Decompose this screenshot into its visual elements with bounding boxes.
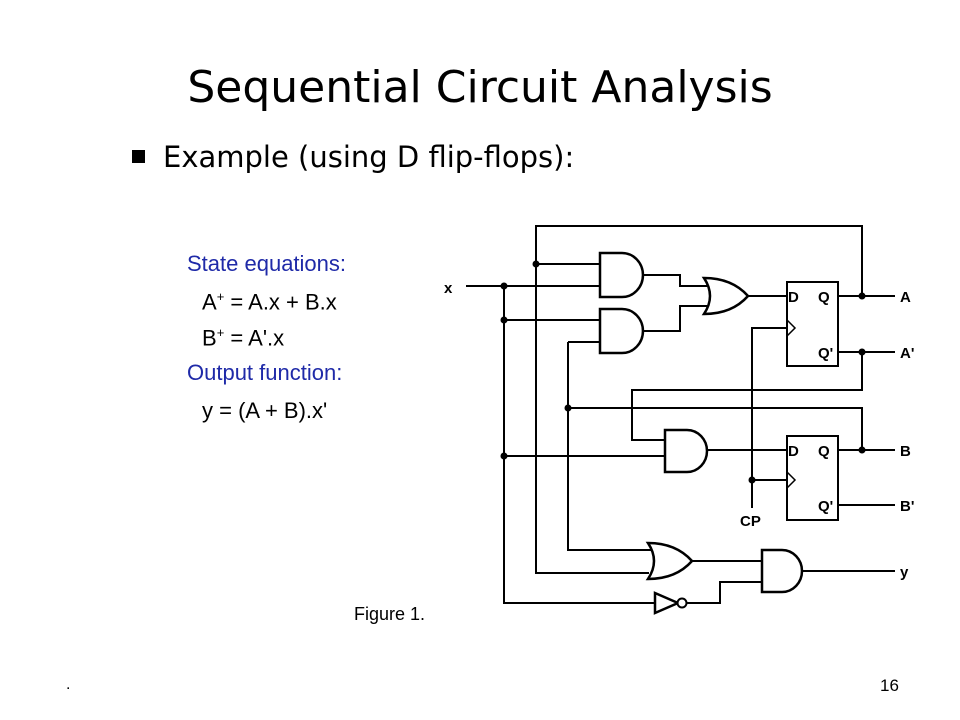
junction-dot <box>500 282 508 290</box>
ff2-d-label: D <box>788 443 799 460</box>
eq-a-rhs: = A.x + B.x <box>224 289 337 315</box>
wire-and2-out <box>642 305 712 332</box>
wire-and1-out <box>642 274 712 287</box>
clock-triangle-2-icon <box>786 471 797 489</box>
state-equation-a: A+ = A.x + B.x <box>202 289 337 315</box>
ff2-qbar-label: Q' <box>818 498 833 515</box>
junction-dot <box>500 316 508 324</box>
state-equation-b: B+ = A'.x <box>202 325 284 351</box>
output-b-label: B <box>900 443 911 460</box>
d-flip-flop-2 <box>786 435 839 521</box>
junction-dot <box>500 452 508 460</box>
ff1-d-label: D <box>788 289 799 306</box>
ff2-q-label: Q <box>818 443 830 460</box>
output-y-label: y <box>900 564 909 581</box>
page-number: 16 <box>880 676 899 695</box>
junction-dot <box>532 260 540 268</box>
output-equation-y: y = (A + B).x' <box>202 398 328 423</box>
example-bullet: Example (using D flip-flops): <box>132 140 574 174</box>
not-bubble-icon <box>676 597 688 609</box>
junction-dot <box>858 292 866 300</box>
wire-a-feedback <box>535 225 863 574</box>
or-gate-2-icon <box>645 541 694 581</box>
footer-dot: . <box>66 676 71 693</box>
output-bbar-label: B' <box>900 498 914 515</box>
eq-a-sup: + <box>216 289 225 304</box>
ff1-qbar-label: Q' <box>818 345 833 362</box>
wire-clock-ff1 <box>751 327 787 508</box>
figure-caption: Figure 1. <box>354 604 426 624</box>
square-bullet-icon <box>132 149 145 163</box>
output-abar-label: A' <box>900 345 914 362</box>
wire-not-out <box>687 581 762 604</box>
clock-label: CP <box>740 513 761 530</box>
eq-b-sup: + <box>216 325 225 340</box>
eq-b-rhs: = A'.x <box>224 325 285 351</box>
output-function-heading: Output function: <box>187 360 343 385</box>
and-gate-2-icon <box>598 307 645 355</box>
state-equations-heading: State equations: <box>187 251 347 276</box>
slide-title: Sequential Circuit Analysis <box>187 62 773 113</box>
eq-b-lhs: B <box>202 325 217 351</box>
ff1-q-label: Q <box>818 289 830 306</box>
eq-a-lhs: A <box>202 289 217 315</box>
wire-x <box>466 285 655 604</box>
junction-dot <box>858 446 866 454</box>
clock-triangle-1-icon <box>786 319 797 337</box>
label-x: x <box>444 280 453 297</box>
junction-dot <box>858 348 866 356</box>
or-gate-1-icon <box>701 276 750 316</box>
output-a-label: A <box>900 289 911 306</box>
bullet-text: Example (using D flip-flops): <box>163 140 575 174</box>
not-gate-icon <box>653 591 682 615</box>
junction-dot <box>564 404 572 412</box>
junction-dot <box>748 476 756 484</box>
and-gate-3-icon <box>663 428 709 474</box>
wire-abar-to-and3 <box>631 352 863 441</box>
and-gate-4-icon <box>760 548 804 594</box>
and-gate-1-icon <box>598 251 645 299</box>
d-flip-flop-1 <box>786 281 839 367</box>
